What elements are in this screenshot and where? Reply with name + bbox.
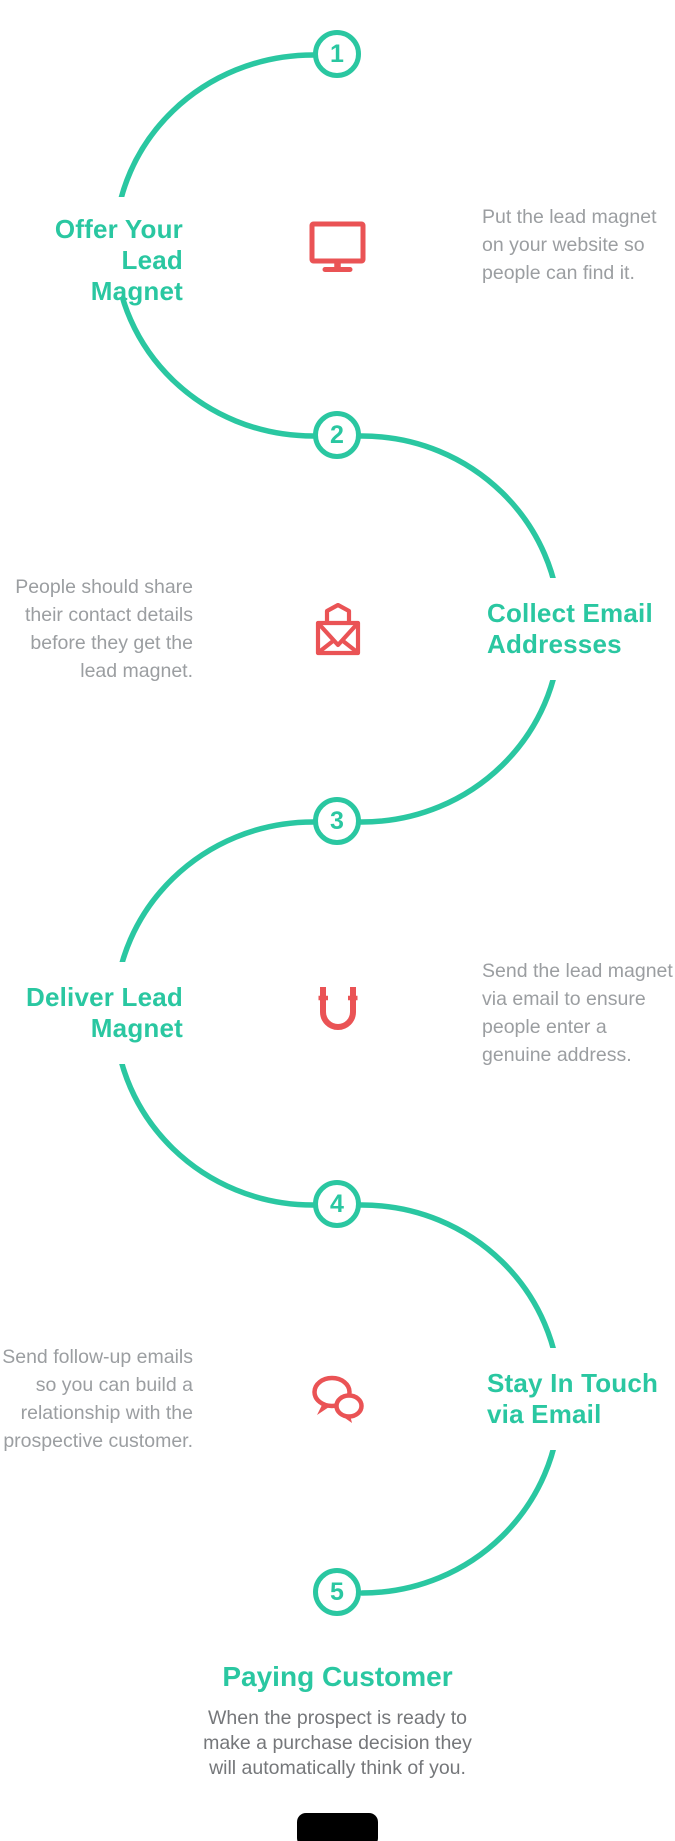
curve-gap-row3 [40,962,210,1064]
monitor-icon [309,219,366,276]
step-description-1: Put the lead magnet on your website so p… [482,206,657,284]
step-number-2: 2 [330,420,344,449]
open-envelope-icon [309,601,366,658]
curve-gap-row4 [465,1348,625,1450]
step-number-1: 1 [330,39,344,68]
step-title-2: Collect Email Addresses [487,598,653,659]
magnet-icon [309,984,366,1041]
step-circle-4: 4 [313,1180,361,1228]
step-title-1: Offer Your Lead Magnet [54,214,183,306]
bottom-black-bar [297,1813,378,1841]
step-title-4: Stay In Touch via Email [487,1368,659,1429]
step-circle-5: 5 [313,1568,361,1616]
step-circle-2: 2 [313,411,361,459]
step-description-2: People should share their contact detail… [15,576,193,682]
chat-bubbles-icon [309,1371,366,1428]
step-description-4: Send follow-up emails so you can build a… [2,1346,193,1452]
step-description-3: Send the lead magnet via email to ensure… [482,960,673,1066]
step-number-3: 3 [330,806,344,835]
step-number-4: 4 [330,1189,344,1218]
step-circle-1: 1 [313,30,361,78]
curve-gap-row1 [40,197,210,297]
step-title-5: Paying Customer [222,1661,453,1692]
curve-gap-row2 [465,578,625,680]
step-title-3: Deliver Lead Magnet [25,982,183,1043]
step-description-5: When the prospect is ready to make a pur… [203,1707,472,1779]
step-circle-3: 3 [313,797,361,845]
step-number-5: 5 [330,1577,344,1606]
